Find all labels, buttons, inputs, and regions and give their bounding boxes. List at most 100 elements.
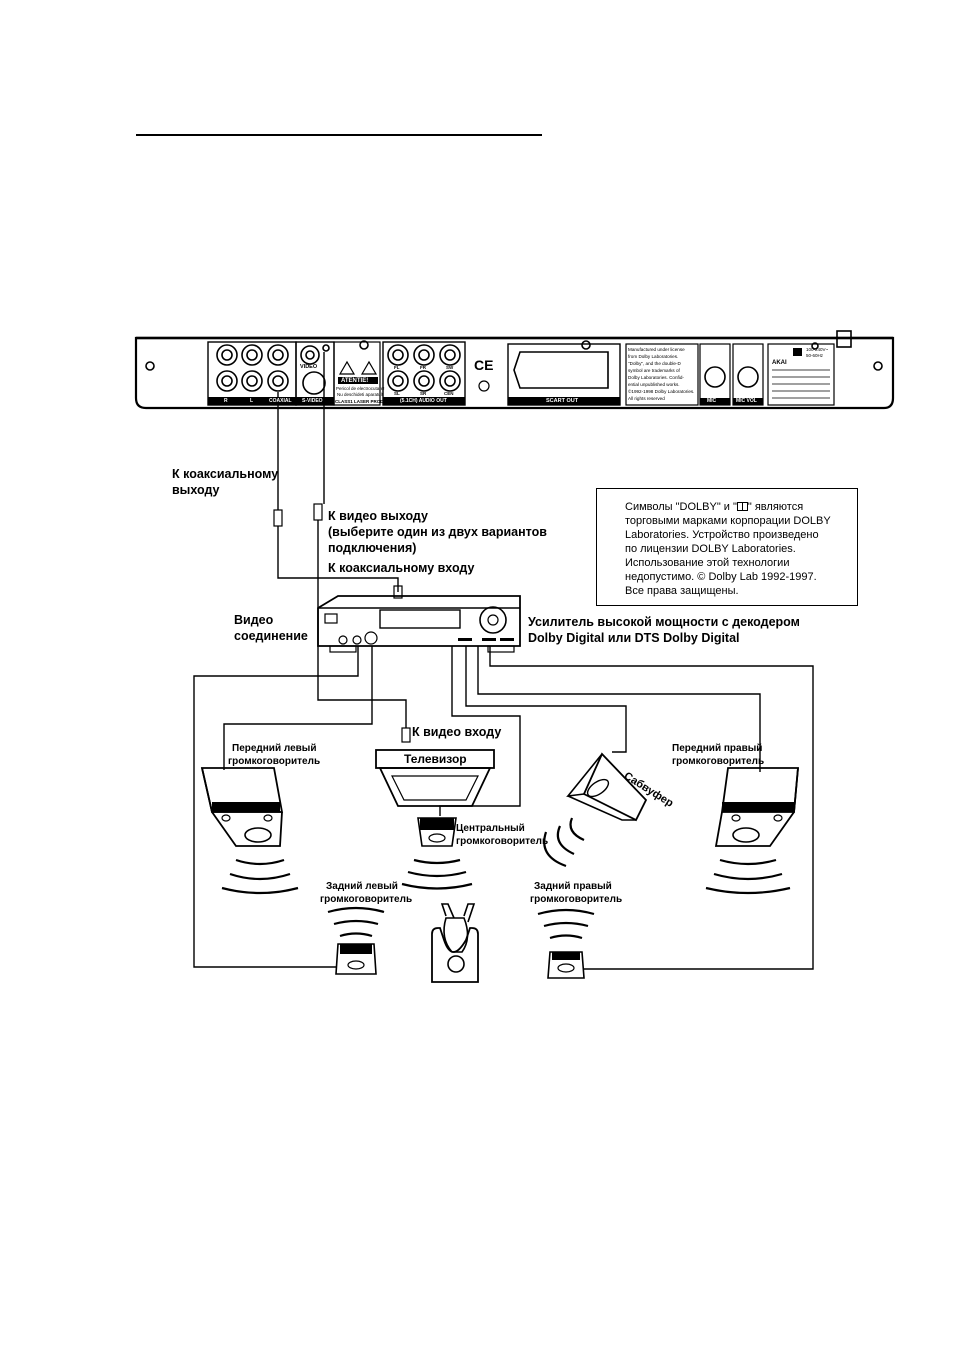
label-coax-out-1: К коаксиальному [172, 467, 279, 481]
panel-class-laser: CLASS1 LASER PRODUCT [335, 399, 393, 404]
label-rear-left-1: Задний левый [326, 881, 398, 892]
plug-icon [393, 585, 403, 599]
panel-power-2: 50-60Hz [806, 353, 824, 358]
dolby-trademark-note: Символы "DOLBY" и "" являются торговыми … [596, 488, 858, 606]
power-button-icon [324, 613, 338, 624]
panel-jack-r: R [224, 398, 228, 404]
sound-waves-icon [537, 908, 595, 940]
jack-icon [413, 344, 435, 366]
label-coax-out-2: выходу [172, 483, 220, 497]
svideo-jack-icon [302, 371, 326, 395]
scart-block [507, 343, 621, 406]
rating-label [767, 343, 835, 406]
sound-waves-icon [327, 906, 385, 938]
label-video-out-1: К видео выходу [328, 509, 428, 523]
panel-atentie-line2: Nu deschideti aparatul! [337, 392, 384, 397]
sound-waves-icon [543, 817, 585, 868]
warning-triangle-icon [338, 360, 356, 375]
amplifier [317, 595, 521, 653]
panel-coaxial: COAXIAL [269, 398, 292, 404]
label-front-left-2: громкоговоритель [228, 756, 321, 767]
jack-icon [387, 370, 409, 392]
ce-mark: CE [474, 357, 494, 373]
vent-tab [836, 330, 852, 348]
jack-icon [267, 344, 289, 366]
panel-power-1: 100-240V~ [806, 347, 829, 352]
label-center-2: громкоговоритель [456, 836, 549, 847]
scart-connector-icon [513, 351, 609, 389]
label-tv: Телевизор [404, 752, 467, 766]
label-front-right-2: громкоговоритель [672, 756, 765, 767]
screw-icon [359, 340, 369, 350]
panel-sr: SR [420, 391, 427, 396]
label-amp-1: Усилитель высокой мощности с декодером [528, 615, 800, 629]
note-line-3: Laboratories. Устройство произведено [625, 529, 819, 541]
plug-icon [273, 509, 283, 527]
rear-right-speaker [547, 951, 585, 979]
jack-icon [439, 370, 461, 392]
note-line-5: Использование этой технологии [625, 557, 790, 569]
plug-icon [313, 503, 323, 521]
tv-set [375, 749, 495, 807]
label-rear-right-2: громкоговоритель [530, 894, 623, 905]
panel-atentie-title: ATENTIE! [341, 378, 369, 384]
panel-sl: SL [394, 391, 400, 396]
label-video-out-2: (выберите один из двух вариантов [328, 525, 547, 539]
title-underline [136, 134, 542, 136]
panel-scart-out: SCART OUT [546, 398, 579, 404]
mic-vol-knob-icon [737, 366, 759, 388]
panel-sw: SW [446, 365, 454, 370]
dolby-license-box [625, 343, 699, 406]
plug-icon [401, 727, 411, 743]
sound-waves-icon [705, 858, 791, 895]
volume-knob-icon [479, 606, 507, 634]
note-line-6: недопустимо. © Dolby Lab 1992-1997. [625, 571, 817, 583]
jack-icon [241, 344, 263, 366]
front-right-speaker [714, 767, 799, 847]
lightning-triangle-icon [360, 360, 378, 375]
label-coax-in: К коаксиальному входу [328, 561, 475, 575]
jack-icon [216, 370, 238, 392]
jack-icon [267, 370, 289, 392]
sound-waves-icon [221, 858, 299, 895]
panel-jack-l: L [250, 398, 254, 404]
label-amp-2: Dolby Digital или DTS Dolby Digital [528, 631, 740, 645]
amp-display [379, 609, 461, 629]
label-video-conn-2: соединение [234, 629, 308, 643]
dolby-double-d-icon [736, 502, 748, 511]
panel-fl: FL [394, 365, 400, 370]
video-jack-indicator-icon [322, 344, 330, 352]
label-front-right-1: Передний правый [672, 743, 763, 754]
warning-block [333, 341, 381, 406]
certification-icon [478, 380, 490, 392]
panel-svideo: S-VIDEO [302, 398, 323, 404]
label-front-left-1: Передний левый [232, 743, 317, 754]
label-center-1: Центральный [456, 823, 525, 834]
jack-icon [241, 370, 263, 392]
dvd-rear-panel [134, 330, 895, 410]
jack-icon [387, 344, 409, 366]
screw-icon [811, 342, 819, 350]
class-ii-icon [793, 348, 802, 356]
panel-fr: FR [420, 365, 426, 370]
panel-video-label: VIDEO [300, 364, 318, 370]
panel-mic: MIC [707, 398, 717, 404]
screw-icon [145, 361, 155, 371]
screw-icon [873, 361, 883, 371]
subwoofer [566, 752, 648, 822]
label-rear-right-1: Задний правый [534, 881, 612, 892]
panel-brand: AKAI [772, 360, 787, 366]
video-jack-icon [300, 345, 320, 365]
note-line-4: по лицензии DOLBY Laboratories. [625, 543, 796, 555]
sound-waves-icon [401, 858, 473, 890]
jack-icon [413, 370, 435, 392]
mic-jack-icon [704, 366, 726, 388]
panel-mic-vol: MIC VOL [736, 398, 757, 404]
label-rear-left-2: громкоговоритель [320, 894, 413, 905]
note-line-1: Символы "DOLBY" и "" являются [625, 501, 804, 513]
screw-icon [581, 340, 591, 350]
speaker-wires [193, 646, 814, 970]
label-video-conn-1: Видео [234, 613, 274, 627]
panel-atentie-line1: Pericol de electrocutare! [336, 386, 385, 391]
